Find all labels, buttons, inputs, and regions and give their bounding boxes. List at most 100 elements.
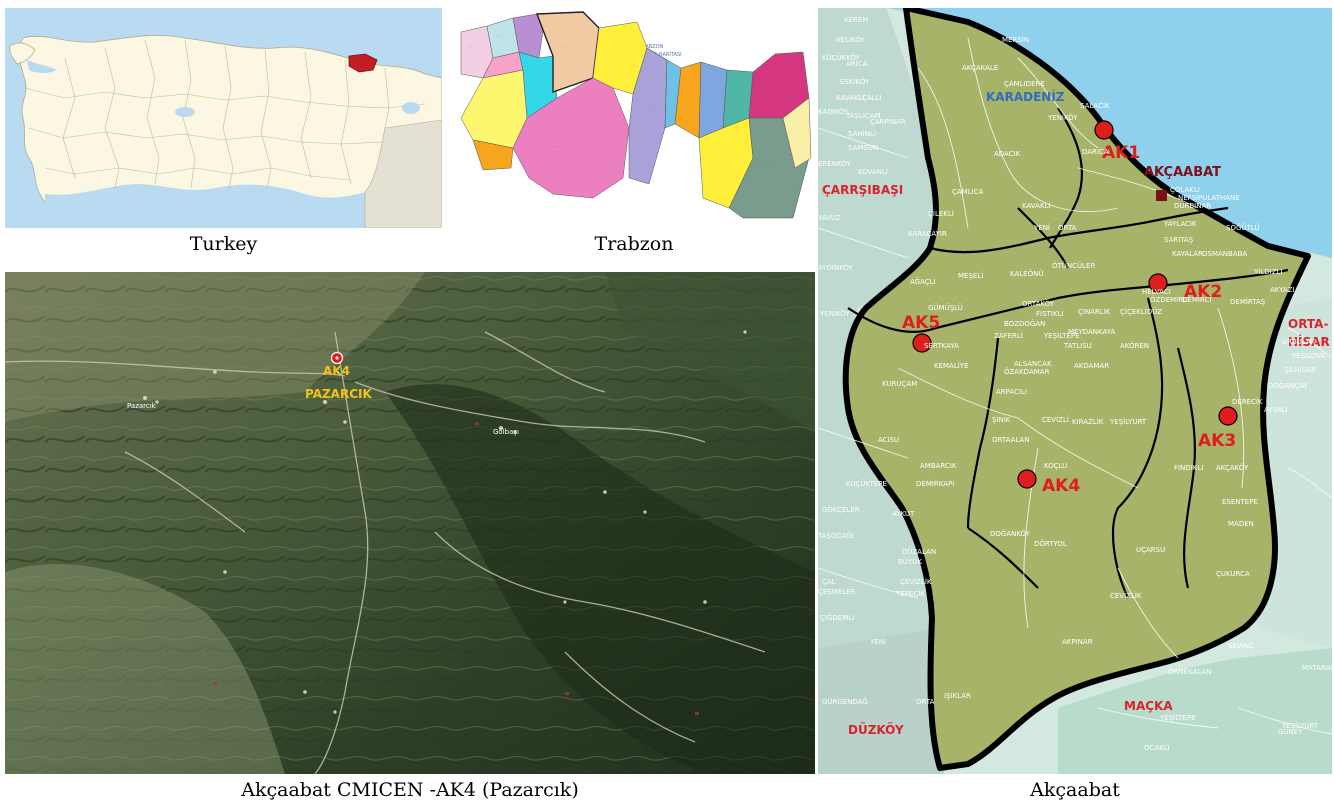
village-label: MEŞELİ [958,271,983,280]
village-label: ÇARPINAR [870,118,906,126]
village-label: ORTA [916,698,935,706]
village-label: AKÇAKALE [962,64,998,72]
town-label: AKÇAABAT [1144,165,1221,180]
svg-text:· ·: · · [649,105,652,109]
village-label: TEPECİK [895,589,925,598]
satellite-village-right: Gölbaşı [493,428,519,436]
village-label: DÜRBİNAR [1174,201,1211,210]
village-label: SERTKAYA [924,342,959,350]
village-label: ŞİNİK [992,415,1011,424]
village-label: YILDIZLI [1253,268,1282,276]
village-label: YENİ [869,637,886,646]
svg-text:· · · ·: · · · · [553,145,561,149]
satellite-marker-code: AK4 [323,364,350,378]
village-label: DEMİRKAPI [916,479,954,488]
village-label: ARICA [846,60,868,68]
village-label: YEŞİLYURT [1109,417,1147,426]
sea-label: KARADENİZ [986,89,1065,104]
village-label: ÖZDEMİRCİ [1150,295,1190,304]
village-label: BOZDOĞAN [1004,319,1045,328]
village-label: SARITAŞ [1164,236,1194,244]
turkey-map [5,8,442,228]
village-label: ZAFERLİ [994,331,1023,340]
station-ak1-icon [1094,120,1114,140]
region-carsibasi: ÇARRŞIBAŞI [822,183,903,197]
village-label: YENİKÖY [819,309,850,318]
village-label: FISTIKLI [1036,310,1063,318]
station-ak1: AK1 [1094,120,1140,163]
turkey-map-svg [5,8,442,228]
village-label: SÖĞÜTLÜ [1226,223,1259,232]
region-macka: MAÇKA [1124,699,1173,713]
satellite-marker-place: PAZARCIK [305,387,372,401]
village-label: KÜÇÜKKÖY [822,53,860,62]
village-label: ÖRNEKALAN [1168,667,1211,676]
station-ak5-icon [912,333,932,353]
village-label: KADIKÖY [818,107,849,116]
village-label: CEVİZLİ [1042,415,1069,424]
caption-trabzon: Trabzon [594,233,674,255]
station-ak4-label: AK4 [1042,476,1080,496]
svg-text:· ·: · · [469,45,472,49]
village-label: GÜMÜŞLÜ [928,303,963,312]
village-label: AKÇAKÖY [1216,463,1249,472]
svg-text:· · ·: · · · [763,165,769,169]
akcaabat-map: KARADENİZ AKÇAABAT ÇARRŞIBAŞI ORTA- HİSA… [818,8,1332,774]
village-label: IŞIKLAR [944,692,971,700]
village-label: ESENTEPE [1222,498,1258,506]
village-label: DERECİK [1232,397,1263,406]
caption-satellite: Akçaabat CMICEN -AK4 (Pazarcık) [241,779,579,801]
village-label: KEMALİYE [934,361,969,370]
village-label: UÇARSU [1136,546,1165,554]
satellite-image: Pazarcık Gölbaşı AK4 PAZARCIK [5,272,815,774]
village-label: AKÖREN [1120,341,1149,350]
village-label: ORTAKÖY [1022,299,1055,308]
village-label: ÇEŞMELER [818,588,856,596]
village-label: DÜZALAN [902,547,936,556]
village-label: ERENKÖY [818,159,851,168]
village-label: YAVUZ [818,214,841,222]
village-label: ÇAMLIDERE [1004,80,1045,88]
caption-akcaabat: Akçaabat [1030,779,1120,801]
village-label: ACISU [878,436,899,444]
village-label: CEVİZLİK [1110,591,1142,600]
village-label: ARPACILI [996,388,1027,396]
village-label: ÇİÇEKLİDÜZ [1120,307,1162,316]
turkey-land [18,35,442,228]
village-label: DÖRTYOL [1034,539,1067,548]
village-label: ÇEVİZLİK [900,577,932,586]
village-label: SAMSUN [848,144,878,152]
town-marker-icon [1156,190,1167,201]
village-label: YEŞİLTEPE [1159,713,1196,722]
village-label: ORTA [1058,224,1077,232]
trabzon-highlight [348,53,378,73]
village-label: NEFSİPULATHANE [1178,193,1240,202]
satellite-village-left: Pazarcık [127,402,157,410]
village-labels: KEREMMERSİNVELİKÖYKÜÇÜKKÖYARICAESKİKÖYKA… [818,16,1332,752]
village-label: MEYDANKAYA [1068,328,1115,336]
station-ak2-icon [1148,273,1168,293]
village-label: AKYAZI [1270,286,1295,294]
village-label: KOÇLU [1044,462,1067,470]
village-label: KOVANLI [858,168,888,176]
svg-text:· ·: · · [497,35,500,39]
village-label: OCAKLI [1144,744,1170,752]
village-label: ÇAL [822,578,836,586]
village-label: HELVACI [1142,288,1171,296]
region-duzkoy: DÜZKÖY [848,722,904,737]
village-label: AKDAMAR [1074,362,1109,370]
village-label: ALSANCAK [1014,360,1052,368]
region-ortahisar-2: HİSAR [1288,334,1330,349]
village-label: ÖTÜNCÜLER [1052,261,1095,270]
village-label: ÇINARLIK [1078,308,1111,316]
village-label: SEVİNÇ [1228,641,1254,650]
station-ak4: AK4 [1017,469,1080,496]
village-label: ESKİKÖY [840,77,870,86]
village-label: KIRAZLIK [1072,418,1104,426]
station-ak5: AK5 [902,313,940,353]
village-label: FINDIKLI [1174,464,1203,472]
village-label: ÖZAKDAMAR [1004,367,1050,376]
village-label: ÇUKURCA [1216,570,1250,578]
village-label: TAŞOCAĞI [818,531,854,540]
village-label: ÇAMLICA [952,188,984,196]
